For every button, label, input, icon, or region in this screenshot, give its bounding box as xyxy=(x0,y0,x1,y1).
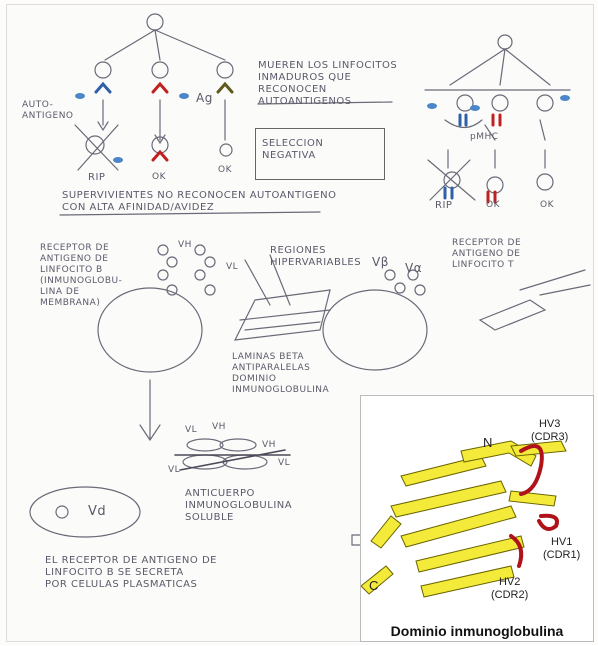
label-vh-top: VH xyxy=(178,240,192,251)
label-vl-ab2: VL xyxy=(278,458,290,469)
olive-receptor xyxy=(218,84,232,92)
label-vl-top: VL xyxy=(226,262,238,273)
label-ok-left-2: OK xyxy=(218,165,232,176)
note-ag: Ag xyxy=(196,92,213,104)
label-cell-vd: Vd xyxy=(88,506,106,518)
antigen-blue xyxy=(75,93,85,99)
label-ok-right-2: OK xyxy=(540,200,554,211)
plasma-cell xyxy=(30,487,140,537)
label-c-terminus: C xyxy=(369,579,378,592)
label-vl-ab1: VL xyxy=(185,425,197,436)
label-hv2: HV2(CDR2) xyxy=(491,576,528,602)
label-vh-ab: VH xyxy=(212,422,226,433)
label-n-terminus: N xyxy=(483,436,492,449)
figure-caption: Dominio inmunoglobulina xyxy=(361,623,593,639)
label-vl-ab3: VL xyxy=(168,465,180,476)
arrow-down xyxy=(140,380,160,440)
label-rip-left: RIP xyxy=(88,172,105,184)
cross-out-mark xyxy=(75,125,118,170)
note-pmhc: pMHC xyxy=(470,132,499,143)
hv1-loop xyxy=(539,516,557,529)
note-auto-antigeno: AUTO-ANTIGENO xyxy=(22,100,74,122)
ig-domain-figure: N C HV3(CDR3) HV1(CDR1) HV2(CDR2) Domini… xyxy=(360,395,594,642)
label-vb: Vβ xyxy=(372,256,389,268)
label-rip-right: RIP xyxy=(435,200,452,212)
lineage-branches xyxy=(105,30,225,60)
note-sobrevivientes: SUPERVIVIENTES NO RECONOCEN AUTOANTIGENO… xyxy=(62,190,336,214)
label-hv3: HV3(CDR3) xyxy=(531,418,568,444)
label-hv1: HV1(CDR1) xyxy=(543,536,580,562)
label-va: Vα xyxy=(405,262,422,274)
stem-cell-circle xyxy=(147,14,163,30)
label-vh-ab2: VH xyxy=(262,440,276,451)
label-ok-left-1: OK xyxy=(152,172,166,183)
red-receptor xyxy=(153,84,167,92)
blue-receptor xyxy=(96,84,110,92)
t-cell xyxy=(323,290,427,370)
label-ok-right-1: OK xyxy=(486,200,500,211)
